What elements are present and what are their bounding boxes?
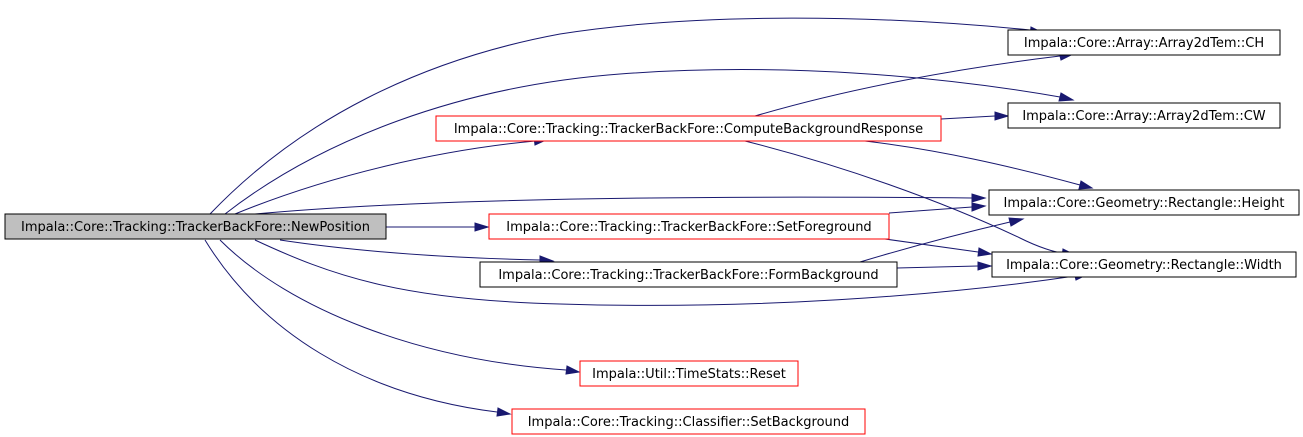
- node-label-new-position: Impala::Core::Tracking::TrackerBackFore:…: [21, 220, 370, 235]
- node-label-time-stats-reset: Impala::Util::TimeStats::Reset: [592, 367, 786, 382]
- node-set-background[interactable]: Impala::Core::Tracking::Classifier::SetB…: [511, 408, 866, 435]
- node-array-cw[interactable]: Impala::Core::Array::Array2dTem::CW: [1007, 102, 1281, 129]
- edge-setforeground-to-width: [884, 238, 993, 257]
- node-label-set-background: Impala::Core::Tracking::Classifier::SetB…: [528, 415, 850, 430]
- node-time-stats-reset[interactable]: Impala::Util::TimeStats::Reset: [579, 360, 799, 387]
- node-label-rectangle-width: Impala::Core::Geometry::Rectangle::Width: [1006, 258, 1282, 273]
- node-form-background[interactable]: Impala::Core::Tracking::TrackerBackFore:…: [479, 261, 898, 288]
- edges: [204, 17, 1094, 417]
- node-array-ch[interactable]: Impala::Core::Array::Array2dTem::CH: [1007, 29, 1281, 56]
- edge-newposition-to-cw: [224, 69, 1075, 215]
- edge-setforeground-to-height: [888, 202, 987, 214]
- edge-formbackground-to-height: [859, 217, 1025, 263]
- node-rectangle-height[interactable]: Impala::Core::Geometry::Rectangle::Heigh…: [988, 189, 1300, 216]
- node-label-array-cw: Impala::Core::Array::Array2dTem::CW: [1022, 109, 1265, 124]
- edge-newposition-to-setforeground: [386, 222, 490, 232]
- node-label-form-background: Impala::Core::Tracking::TrackerBackFore:…: [498, 268, 878, 283]
- node-label-array-ch: Impala::Core::Array::Array2dTem::CH: [1024, 36, 1264, 51]
- edge-newposition-to-height: [254, 193, 987, 215]
- edge-newposition-to-setbackground: [204, 239, 512, 417]
- edge-computebg-to-cw: [940, 111, 1010, 121]
- nodes: Impala::Core::Tracking::TrackerBackFore:…: [4, 29, 1300, 435]
- node-compute-background-response[interactable]: Impala::Core::Tracking::TrackerBackFore:…: [435, 115, 942, 142]
- edge-newposition-to-reset: [219, 239, 581, 375]
- edge-newposition-to-formbackground: [279, 239, 555, 265]
- node-label-rectangle-height: Impala::Core::Geometry::Rectangle::Heigh…: [1003, 196, 1284, 211]
- node-label-set-foreground: Impala::Core::Tracking::TrackerBackFore:…: [506, 220, 871, 235]
- node-label-compute-background-response: Impala::Core::Tracking::TrackerBackFore:…: [454, 122, 923, 137]
- edge-computebg-to-height: [864, 140, 1094, 190]
- node-set-foreground[interactable]: Impala::Core::Tracking::TrackerBackFore:…: [488, 213, 890, 240]
- node-new-position[interactable]: Impala::Core::Tracking::TrackerBackFore:…: [4, 213, 387, 240]
- node-rectangle-width[interactable]: Impala::Core::Geometry::Rectangle::Width: [991, 251, 1297, 278]
- edge-formbackground-to-width: [896, 261, 993, 271]
